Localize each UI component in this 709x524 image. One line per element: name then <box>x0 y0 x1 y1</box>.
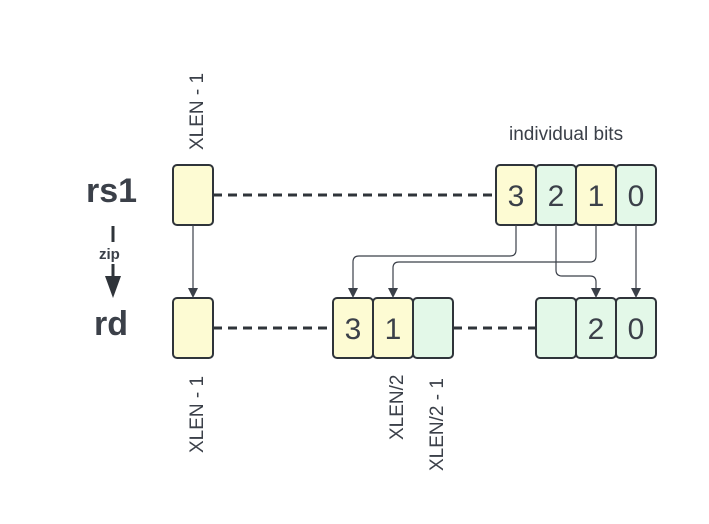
rs1-label: rs1 <box>86 172 137 210</box>
rs1-bit-1: 1 <box>588 180 605 213</box>
rd-bit-2: 2 <box>588 313 605 346</box>
rd-bit-0-box <box>615 297 657 359</box>
rd-half-minus-one-index-label: XLEN/2 - 1 <box>427 378 448 471</box>
rd-bit-lower-half-top-box <box>412 297 454 359</box>
wire-bit-3 <box>348 225 517 298</box>
rs1-bit-0: 0 <box>628 180 645 213</box>
rd-bit-lower-box <box>535 297 577 359</box>
rd-bit-0: 0 <box>628 313 645 346</box>
rd-msb-box <box>172 297 214 359</box>
rs1-msb-box <box>172 164 214 226</box>
wire-bit-2 <box>555 225 601 298</box>
rd-half-index-label: XLEN/2 <box>387 375 408 440</box>
rd-bit-1: 1 <box>385 313 402 346</box>
wire-bit-1 <box>388 225 597 298</box>
rd-register: 3 1 2 0 <box>172 297 657 359</box>
rs1-bit-3: 3 <box>508 180 525 213</box>
bit-mapping-wires <box>188 225 641 298</box>
rd-bit-3: 3 <box>345 313 362 346</box>
rd-msb-index-label: XLEN - 1 <box>187 376 208 453</box>
rs1-msb-index-label: XLEN - 1 <box>187 73 208 150</box>
rd-label: rd <box>94 305 128 343</box>
individual-bits-caption: individual bits <box>509 124 623 145</box>
zip-label: zip <box>99 246 120 263</box>
rs1-bit-2: 2 <box>548 180 565 213</box>
rs1-register: 3 2 1 0 <box>172 164 657 226</box>
zip-arrow: zip <box>99 226 121 298</box>
